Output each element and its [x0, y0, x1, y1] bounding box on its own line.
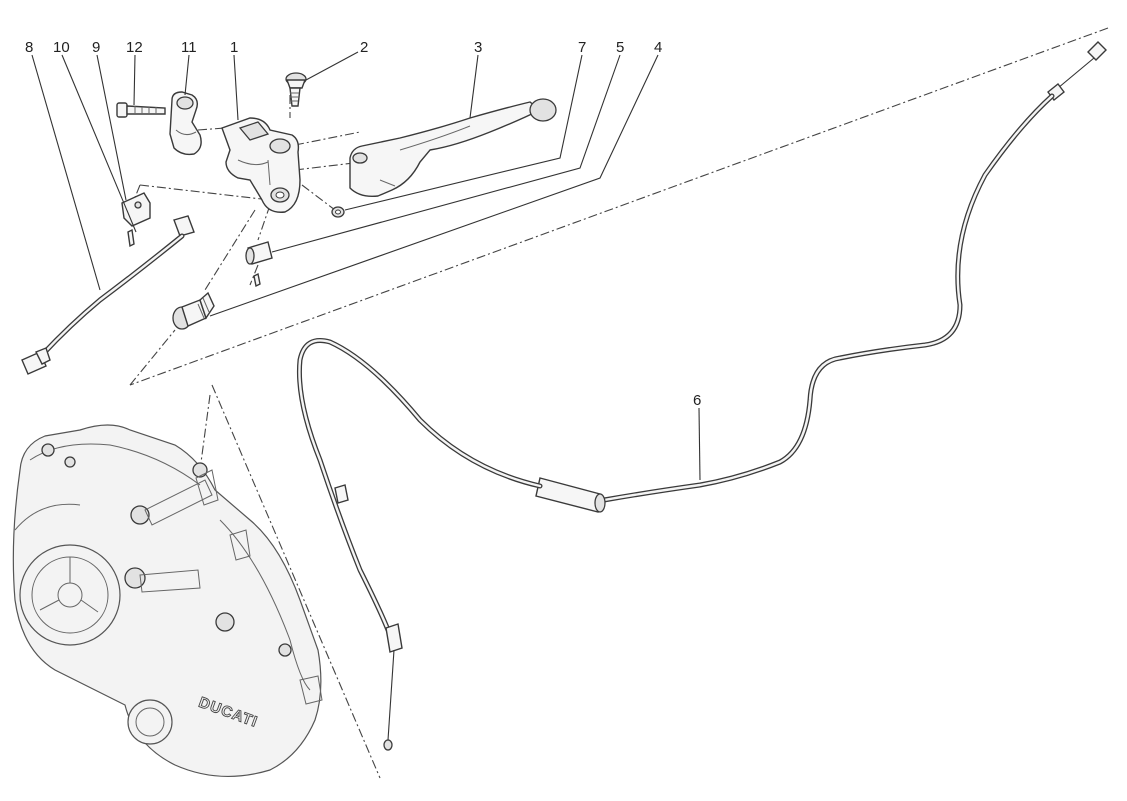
- leader-lines: [31, 51, 701, 481]
- callout-12: 12: [126, 39, 143, 56]
- part-10-screw: [127, 228, 135, 248]
- callout-4: 4: [654, 39, 662, 56]
- callout-11: 11: [181, 39, 197, 56]
- callout-5: 5: [616, 39, 624, 56]
- callout-3: 3: [474, 39, 482, 56]
- part-5-bushing: [245, 241, 273, 288]
- callout-2: 2: [360, 39, 368, 56]
- part-12-clamp-bolt: [116, 102, 166, 118]
- part-9-switch-bracket: [121, 192, 151, 227]
- callout-10: 10: [53, 39, 70, 56]
- part-7-nut: [331, 206, 345, 218]
- part-2-pivot-screw: [285, 72, 307, 107]
- part-1-lever-body: [221, 117, 301, 213]
- callout-9: 9: [92, 39, 100, 56]
- part-8-clutch-switch: [21, 215, 195, 375]
- engine-clutch-cover: DUCATI: [12, 424, 323, 777]
- callout-7: 7: [578, 39, 586, 56]
- callout-1: 1: [230, 39, 238, 56]
- part-6-clutch-cable: [296, 41, 1107, 751]
- callout-8: 8: [25, 39, 33, 56]
- callout-labels: 8 10 9 12 11 1 2 3 7 5 4 6: [25, 39, 701, 409]
- callout-6: 6: [693, 392, 701, 409]
- part-4-adjuster: [172, 291, 215, 330]
- part-11-handlebar-clamp: [169, 91, 202, 156]
- part-3-clutch-lever: [349, 98, 557, 198]
